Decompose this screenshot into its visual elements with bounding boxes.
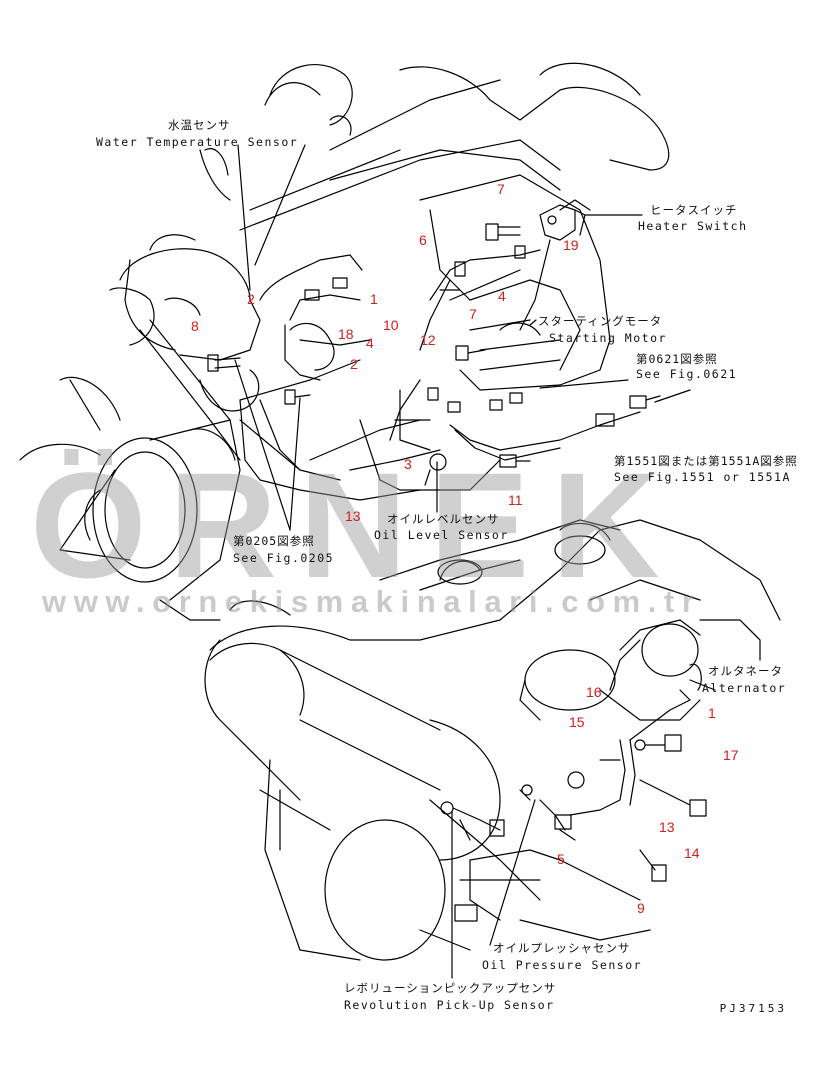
watermark-brand: ÖRNEK	[30, 441, 682, 609]
fig0621-label-en: See Fig.0621	[636, 367, 738, 381]
heater-switch-label-jp: ヒータスイッチ	[650, 203, 738, 217]
part-number-1-bottom: 1	[708, 705, 716, 721]
part-number-6: 6	[419, 232, 427, 248]
part-number-7-top: 7	[497, 181, 505, 197]
part-number-1-top: 1	[370, 291, 378, 307]
part-number-14: 14	[684, 845, 700, 861]
part-number-5: 5	[557, 851, 565, 867]
part-number-8: 8	[191, 318, 199, 334]
part-number-4-right: 4	[498, 288, 506, 304]
oil-level-label-en: Oil Level Sensor	[374, 528, 509, 542]
part-number-3: 3	[404, 456, 412, 472]
fig0205-label-jp: 第0205図参照	[233, 534, 315, 548]
part-number-10: 10	[383, 317, 399, 333]
part-number-2-mid: 2	[350, 356, 358, 372]
part-number-9: 9	[637, 900, 645, 916]
fig1551-label-en: See Fig.1551 or 1551A	[614, 470, 791, 484]
drawing-code: PJ37153	[719, 1002, 787, 1015]
alternator-label-en: Alternator	[702, 681, 787, 695]
water-temp-label-jp: 水温センサ	[168, 118, 231, 132]
oil-level-label-jp: オイルレベルセンサ	[387, 512, 500, 526]
part-number-18: 18	[338, 326, 354, 342]
part-number-16: 16	[586, 684, 602, 700]
part-number-12: 12	[420, 332, 436, 348]
oil-pressure-label-jp: オイルプレッシャセンサ	[493, 941, 631, 955]
revolution-label-en: Revolution Pick-Up Sensor	[344, 998, 555, 1012]
starting-motor-label-en: Starting Motor	[549, 331, 667, 345]
fig0621-label-jp: 第0621図参照	[636, 352, 718, 366]
fig1551-label-jp: 第1551図または第1551A図参照	[614, 454, 798, 468]
oil-pressure-label-en: Oil Pressure Sensor	[482, 958, 643, 972]
part-number-17: 17	[723, 747, 739, 763]
part-number-15: 15	[569, 714, 585, 730]
part-number-7-mid: 7	[469, 306, 477, 322]
part-number-13-bottom: 13	[659, 819, 675, 835]
part-number-11: 11	[508, 492, 523, 508]
part-number-13-top: 13	[345, 508, 361, 524]
part-number-2-top: 2	[247, 291, 255, 307]
water-temp-label-en: Water Temperature Sensor	[96, 135, 299, 149]
fig0205-label-en: See Fig.0205	[233, 551, 335, 565]
starting-motor-label-jp: スターティングモータ	[538, 314, 663, 328]
part-number-4-left: 4	[366, 335, 374, 351]
heater-switch-label-en: Heater Switch	[638, 219, 748, 233]
alternator-label-jp: オルタネータ	[708, 664, 783, 678]
watermark-url: www.ornekismakinalari.com.tr	[42, 584, 702, 619]
part-number-19: 19	[563, 237, 579, 253]
revolution-label-jp: レボリューションピックアップセンサ	[344, 981, 557, 995]
